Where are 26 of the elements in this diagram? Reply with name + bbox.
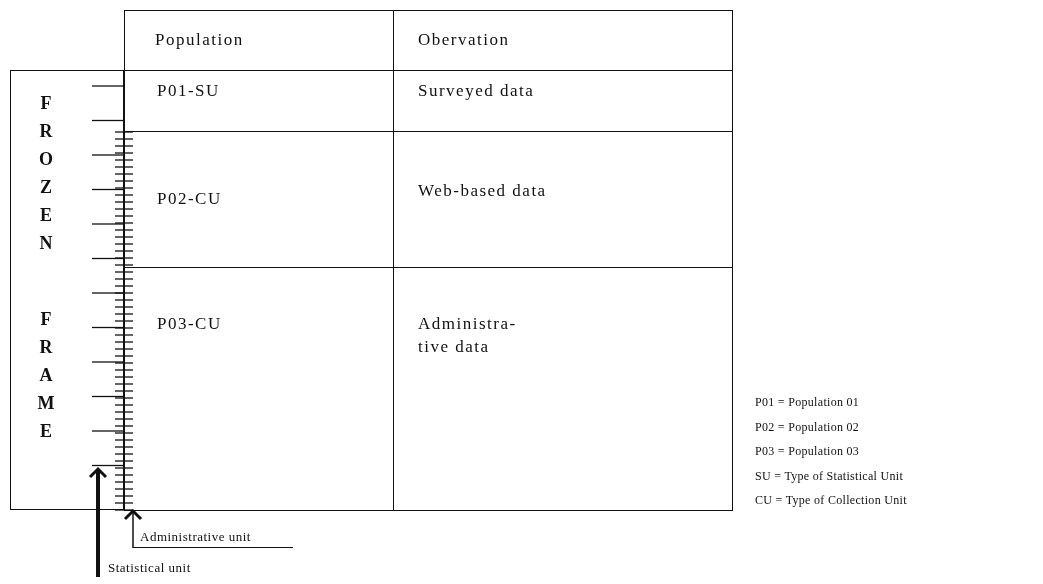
table-cell [124,267,394,511]
cell-text: Administra- tive data [418,313,518,358]
frame-box [10,70,124,510]
cell-text: Web-based data [418,180,547,202]
annotation-text: Statistical unit [98,558,208,578]
legend-note: SU = Type of Statistical Unit [755,468,904,484]
tick-scale [91,84,124,469]
cell-text: P02-CU [157,188,222,210]
legend-note: P02 = Population 02 [755,419,860,435]
legend-note: P01 = Population 01 [755,395,860,410]
table-cell [124,10,394,71]
cell-text: Obervation [418,29,510,51]
legend-note: P03 = Population 03 [755,444,860,459]
arrow [88,467,108,577]
table-cell [393,10,733,71]
table-cell [393,267,733,511]
vertical-text: FROZEN [38,92,54,255]
tick-scale [115,131,135,511]
cell-text: Population [155,29,244,51]
leader-line [123,509,143,549]
cell-text: Surveyed data [418,80,535,102]
legend-note: CU = Type of Collection Unit [755,493,907,508]
vertical-text: FRAME [37,308,55,443]
cell-text: P01-SU [157,80,220,102]
cell-text: P03-CU [157,313,222,335]
annotation-text: Administrative unit [133,527,293,548]
